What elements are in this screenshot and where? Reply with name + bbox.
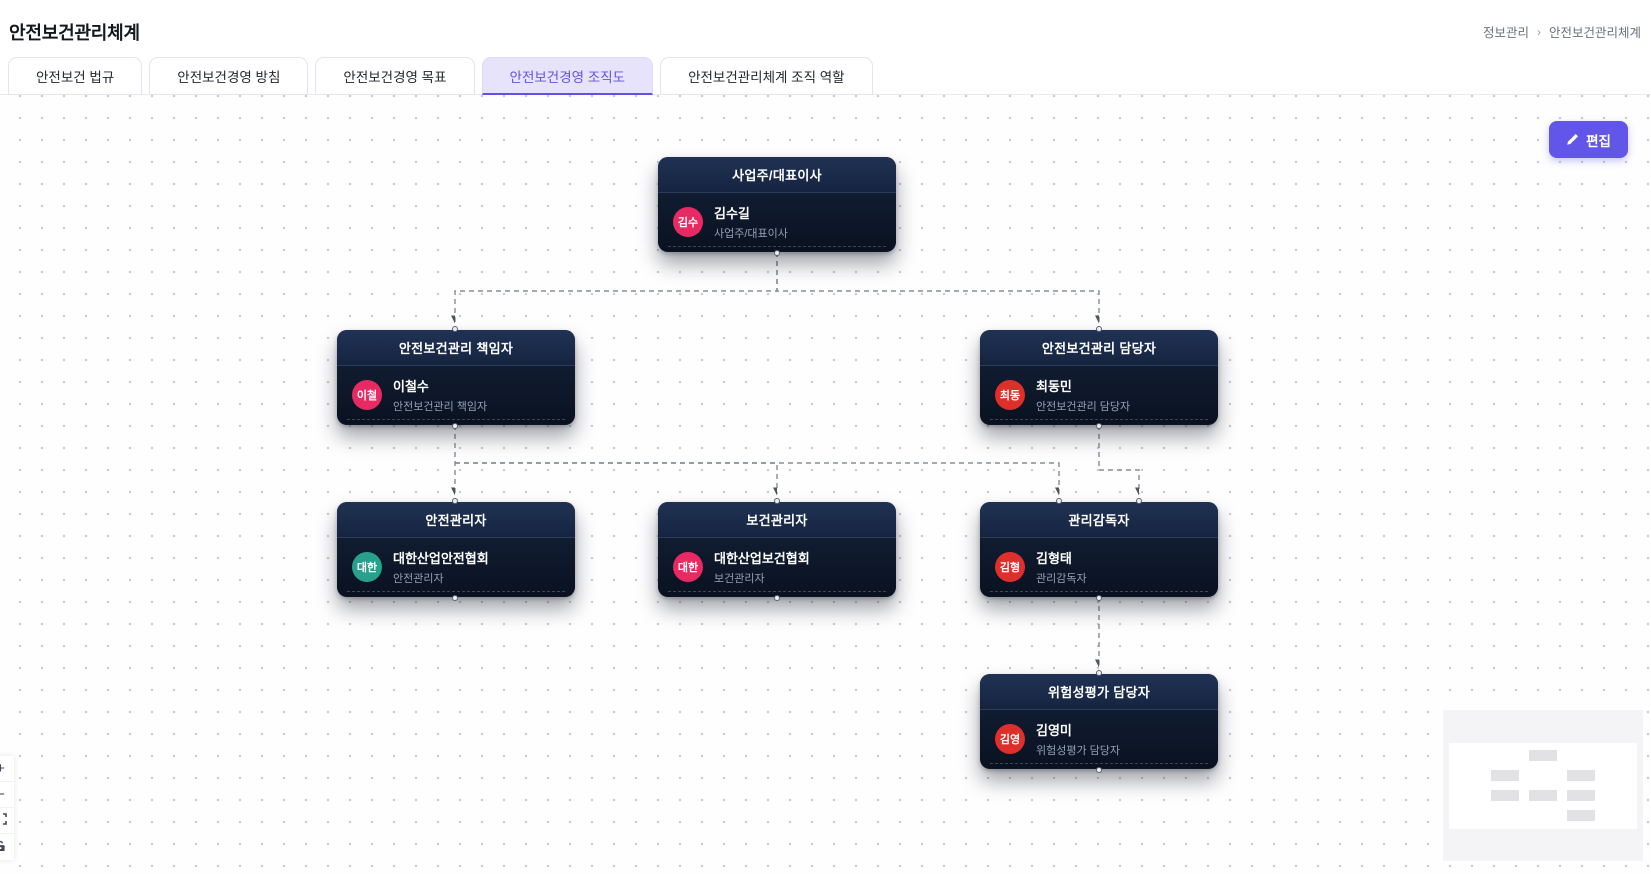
connection-handle-top[interactable] [1096, 326, 1102, 332]
zoom-out-button[interactable]: − [0, 782, 14, 808]
chevron-right-icon: › [1536, 24, 1541, 39]
connection-handle-top[interactable] [1136, 498, 1142, 504]
avatar: 김형 [995, 552, 1025, 582]
connection-handle-bottom[interactable] [774, 250, 780, 256]
minus-icon: − [0, 786, 5, 803]
tab-4[interactable]: 안전보건관리체계 조직 역할 [660, 57, 873, 95]
tab-0[interactable]: 안전보건 법규 [8, 57, 143, 95]
fit-view-icon [0, 812, 7, 829]
minimap-node [1567, 790, 1595, 801]
connection-handle-top[interactable] [452, 498, 458, 504]
tab-3[interactable]: 안전보건경영 조직도 [481, 57, 654, 95]
avatar: 대한 [352, 552, 382, 582]
org-node-title: 관리감독자 [980, 502, 1218, 538]
breadcrumb-item[interactable]: 정보관리 [1482, 26, 1529, 40]
member-role: 위험성평가 담당자 [1036, 745, 1121, 757]
member-name: 김수길 [714, 206, 750, 221]
member-name: 대한산업보건협회 [714, 551, 810, 566]
minimap-node [1491, 770, 1519, 781]
minimap[interactable] [1443, 710, 1643, 861]
avatar: 김영 [995, 724, 1025, 754]
edit-button-label: 편집 [1586, 133, 1611, 149]
org-node-title: 위험성평가 담당자 [980, 674, 1218, 710]
avatar: 김수 [673, 207, 703, 237]
page-title: 안전보건관리체계 [9, 22, 140, 43]
member-role: 보건관리자 [714, 573, 765, 585]
org-node-title: 안전관리자 [337, 502, 575, 538]
edge-ceo-chief [455, 252, 778, 322]
plus-icon: + [0, 760, 5, 777]
connection-handle-top[interactable] [452, 326, 458, 332]
tab-2[interactable]: 안전보건경영 목표 [315, 57, 475, 95]
fit-view-button[interactable] [0, 808, 14, 834]
org-node-title: 사업주/대표이사 [658, 157, 896, 193]
org-node-title: 보건관리자 [658, 502, 896, 538]
minimap-node [1567, 810, 1595, 821]
minimap-node [1567, 770, 1595, 781]
member-name: 김형태 [1036, 551, 1072, 566]
connection-handle-bottom[interactable] [452, 595, 458, 601]
member-name: 김영미 [1036, 723, 1072, 738]
breadcrumb-item[interactable]: 안전보건관리체계 [1548, 26, 1641, 40]
org-node-title: 안전보건관리 책임자 [337, 330, 575, 366]
connection-handle-top[interactable] [774, 498, 780, 504]
connection-handle-bottom[interactable] [1096, 767, 1102, 773]
page-header: 안전보건관리체계 정보관리 › 안전보건관리체계 [0, 0, 1651, 57]
tab-1[interactable]: 안전보건경영 방침 [149, 57, 309, 95]
connection-handle-bottom[interactable] [774, 595, 780, 601]
minimap-node [1529, 750, 1557, 761]
flow-controls: +− [0, 756, 14, 860]
member-role: 안전보건관리 책임자 [393, 401, 488, 413]
edge-ceo-manager [776, 252, 1100, 322]
breadcrumb: 정보관리 › 안전보건관리체계 [1483, 22, 1641, 41]
edit-button[interactable]: 편집 [1549, 121, 1628, 158]
edge-chief-supervisor [455, 462, 1060, 494]
connection-handle-top[interactable] [1096, 670, 1102, 676]
minimap-node [1529, 790, 1557, 801]
connection-handle-bottom[interactable] [452, 423, 458, 429]
edge-chief-health [455, 462, 778, 494]
edge-manager-supervisor [1098, 425, 1140, 494]
lock-icon [0, 839, 6, 856]
avatar: 최동 [995, 380, 1025, 410]
avatar: 대한 [673, 552, 703, 582]
member-name: 최동민 [1036, 379, 1072, 394]
member-role: 관리감독자 [1036, 573, 1087, 585]
lock-button[interactable] [0, 834, 14, 860]
zoom-in-button[interactable]: + [0, 756, 14, 782]
connection-handle-bottom[interactable] [1096, 595, 1102, 601]
minimap-node [1491, 790, 1519, 801]
member-role: 사업주/대표이사 [714, 228, 788, 240]
connection-handle-bottom[interactable] [1096, 423, 1102, 429]
org-node-title: 안전보건관리 담당자 [980, 330, 1218, 366]
member-name: 대한산업안전협회 [393, 551, 489, 566]
connection-handle-top[interactable] [1056, 498, 1062, 504]
pencil-icon [1567, 133, 1579, 145]
member-role: 안전보건관리 담당자 [1036, 401, 1131, 413]
avatar: 이철 [352, 380, 382, 410]
member-name: 이철수 [393, 379, 429, 394]
member-role: 안전관리자 [393, 573, 444, 585]
